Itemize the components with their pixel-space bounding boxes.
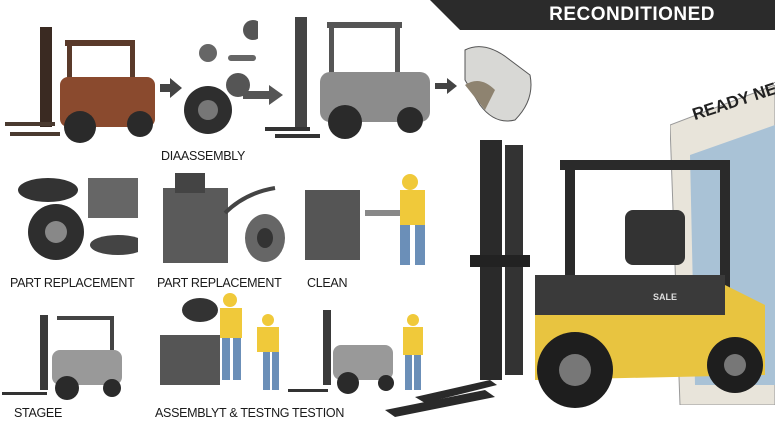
disassembled-parts-illustration (184, 20, 258, 134)
step-label-stage: STAGEE (14, 406, 62, 420)
engine-parts-illustration (163, 173, 285, 263)
tires-parts-illustration (18, 178, 138, 260)
banner-title: RECONDITIONED (549, 4, 715, 25)
step-label-testing: TESTION (292, 406, 345, 420)
rusty-forklift-illustration (5, 27, 155, 143)
arrow-icon (243, 85, 283, 105)
staged-forklift-illustration (2, 315, 122, 400)
hero-yellow-forklift (385, 140, 765, 417)
testing-forklift-illustration (288, 310, 423, 394)
step-label-clean: CLEAN (307, 276, 348, 290)
arrow-icon (435, 78, 457, 94)
assembly-testing-illustration (160, 293, 279, 390)
reconditioned-part-illustration (464, 46, 532, 122)
step-label-part-replacement-1: PART REPLACEMENT (10, 276, 135, 290)
forklift-decal: SALE (653, 292, 678, 302)
step-label-disassembly: DIAASSEMBLY (161, 149, 245, 163)
step-label-assembly-testing: ASSEMBLYT & TESTNG (155, 406, 290, 420)
grey-forklift-illustration (265, 17, 430, 139)
step-label-part-replacement-2: PART REPLACEMENT (157, 276, 282, 290)
clean-worker-illustration (305, 174, 425, 265)
reconditioned-banner: RECONDITIONED (430, 0, 775, 30)
arrow-icon (160, 78, 182, 98)
